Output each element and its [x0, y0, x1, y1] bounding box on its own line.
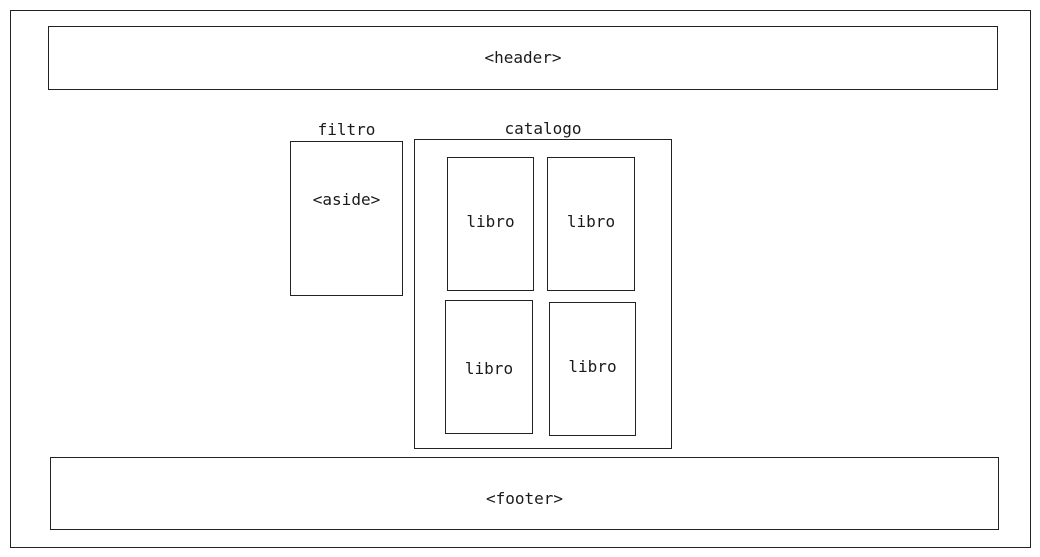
footer-block: <footer> — [50, 457, 999, 530]
aside-label: <aside> — [312, 190, 381, 209]
footer-label: <footer> — [485, 489, 564, 508]
libro-label: libro — [566, 212, 616, 231]
aside-block: <aside> — [290, 141, 403, 296]
libro-card: libro — [549, 302, 636, 436]
libro-card: libro — [547, 157, 635, 291]
filtro-caption: filtro — [317, 120, 376, 139]
header-block: <header> — [48, 26, 998, 90]
libro-label: libro — [568, 357, 617, 376]
libro-card: libro — [445, 300, 533, 434]
libro-label: libro — [464, 359, 514, 378]
libro-card: libro — [447, 157, 534, 291]
catalogo-caption: catalogo — [504, 119, 582, 138]
libro-label: libro — [466, 212, 515, 231]
header-label: <header> — [484, 48, 562, 67]
